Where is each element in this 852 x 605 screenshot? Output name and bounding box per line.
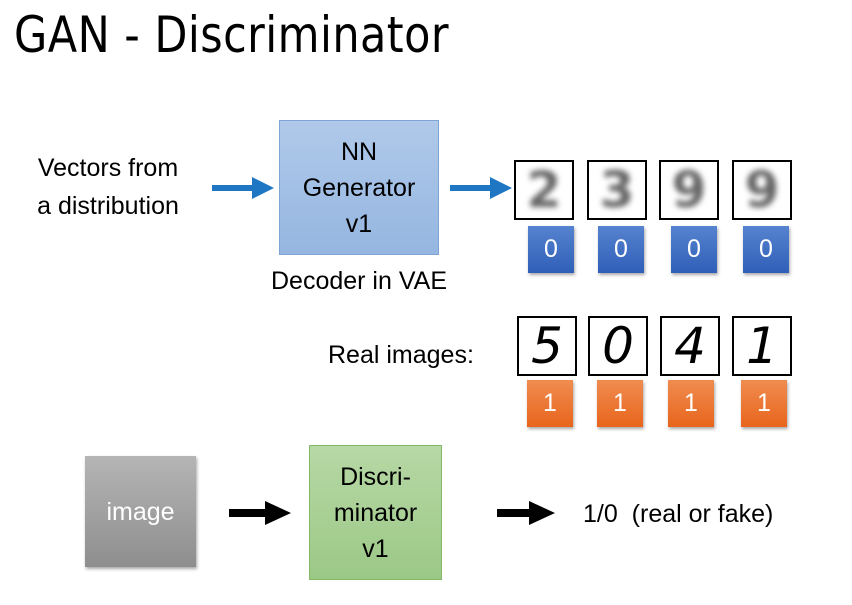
generated-image: 2 xyxy=(514,160,574,220)
input-label-line-1: Vectors from xyxy=(37,154,179,182)
fake-label-badge: 0 xyxy=(528,226,574,273)
generated-image: 9 xyxy=(659,160,719,220)
discriminator-line-1: Discri- xyxy=(340,462,411,491)
fake-label-badge: 0 xyxy=(671,226,717,273)
output-description: (real or fake) xyxy=(631,500,774,528)
real-label-badge: 1 xyxy=(527,380,573,427)
real-image: 4 xyxy=(660,316,720,376)
input-label-line-2: a distribution xyxy=(37,192,179,220)
arrow-right-icon xyxy=(229,501,291,525)
real-image: 1 xyxy=(732,316,792,376)
real-label-badge: 1 xyxy=(668,380,714,427)
slide-title: GAN - Discriminator xyxy=(14,6,449,64)
input-vectors-label: Vectors from a distribution xyxy=(18,149,198,225)
real-label-badge: 1 xyxy=(597,380,643,427)
discriminator-output: 1/0 (real or fake) xyxy=(583,495,773,533)
output-value: 1/0 xyxy=(583,500,618,528)
real-image: 0 xyxy=(588,316,648,376)
generated-image: 3 xyxy=(587,160,647,220)
image-input-box: image xyxy=(85,456,196,567)
generated-image: 9 xyxy=(732,160,792,220)
discriminator-line-2: minator xyxy=(333,498,418,527)
fake-label-badge: 0 xyxy=(598,226,644,273)
generator-line-1: NN xyxy=(340,137,378,166)
arrow-right-icon xyxy=(450,177,512,199)
arrow-right-icon xyxy=(212,177,274,199)
generator-box: NN Generator v1 xyxy=(279,120,439,255)
decoder-caption: Decoder in VAE xyxy=(270,267,447,295)
real-image: 5 xyxy=(517,316,577,376)
fake-label-badge: 0 xyxy=(743,226,789,273)
generator-line-2: Generator xyxy=(302,173,416,202)
real-label-badge: 1 xyxy=(741,380,787,427)
generator-line-3: v1 xyxy=(345,209,373,238)
discriminator-box: Discri- minator v1 xyxy=(309,445,442,580)
arrow-right-icon xyxy=(497,501,555,525)
discriminator-line-3: v1 xyxy=(362,534,389,563)
real-images-caption: Real images: xyxy=(328,341,474,369)
